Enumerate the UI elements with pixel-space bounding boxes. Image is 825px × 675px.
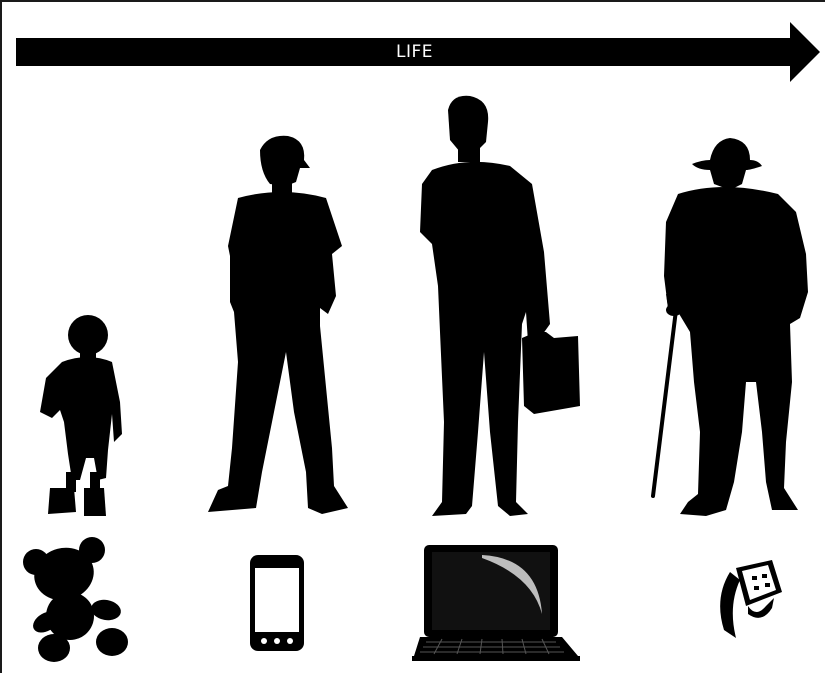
life-stages-diagram: LIFE [0, 0, 825, 673]
smartwatch-icon [2, 2, 825, 675]
